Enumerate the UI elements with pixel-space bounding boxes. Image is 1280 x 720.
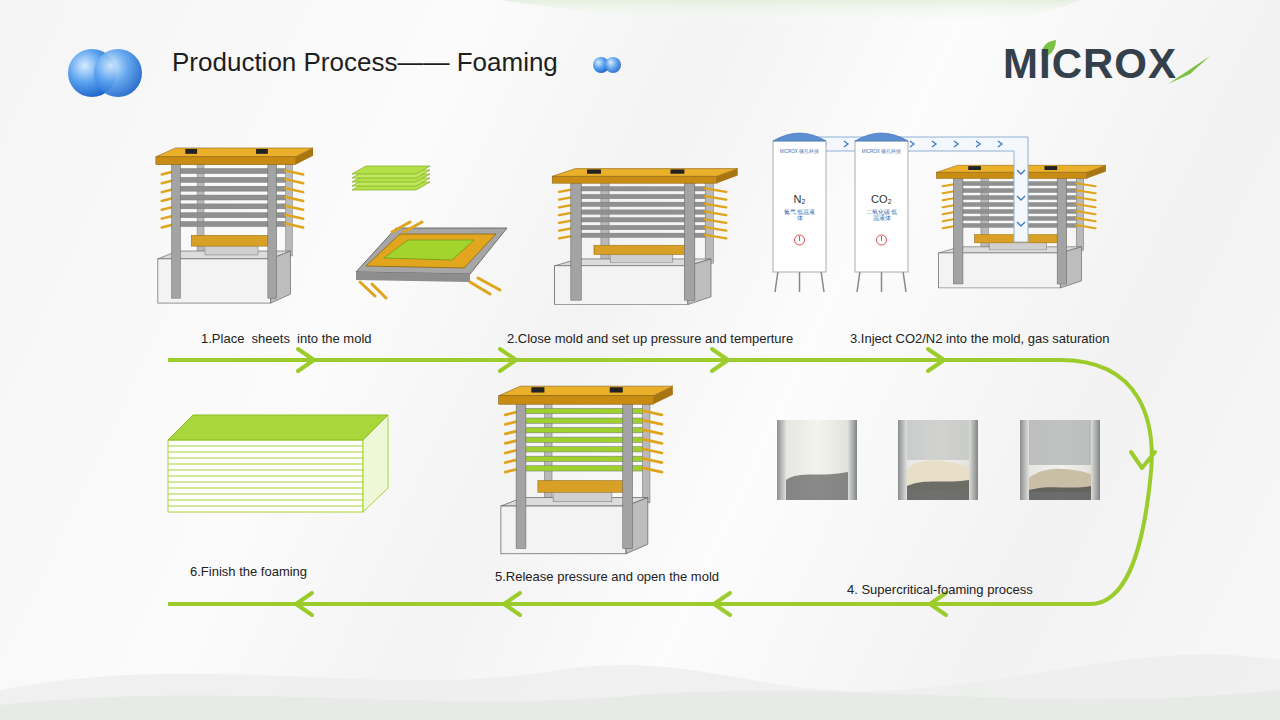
step-caption: 5.Release pressure and open the mold — [495, 569, 719, 584]
gas-tank: MICROX 微孔科技 CO₂ 二氧化碳 低温液体 — [853, 125, 910, 292]
gas-name: 二氧化碳 低温液体 — [853, 209, 910, 222]
gas-formula: N₂ — [771, 193, 828, 206]
gas-formula: CO₂ — [853, 193, 910, 206]
step-caption: 4. Supercritical-foaming process — [847, 582, 1033, 597]
gas-name: 氮气 低温液体 — [771, 209, 828, 222]
tank-brand: MICROX 微孔科技 — [853, 149, 910, 154]
gas-tank: MICROX 微孔科技 N₂ 氮气 低温液体 — [771, 125, 828, 292]
page-title: Production Process—— Foaming — [172, 47, 558, 78]
step-caption: 3.Inject CO2/N2 into the mold, gas satur… — [850, 331, 1109, 346]
step-caption: 1.Place sheets into the mold — [201, 331, 372, 346]
tank-brand: MICROX 微孔科技 — [771, 149, 828, 154]
step-caption: 6.Finish the foaming — [190, 564, 307, 579]
step-caption: 2.Close mold and set up pressure and tem… — [507, 331, 793, 346]
brand-logo: MICROX — [1003, 40, 1177, 88]
